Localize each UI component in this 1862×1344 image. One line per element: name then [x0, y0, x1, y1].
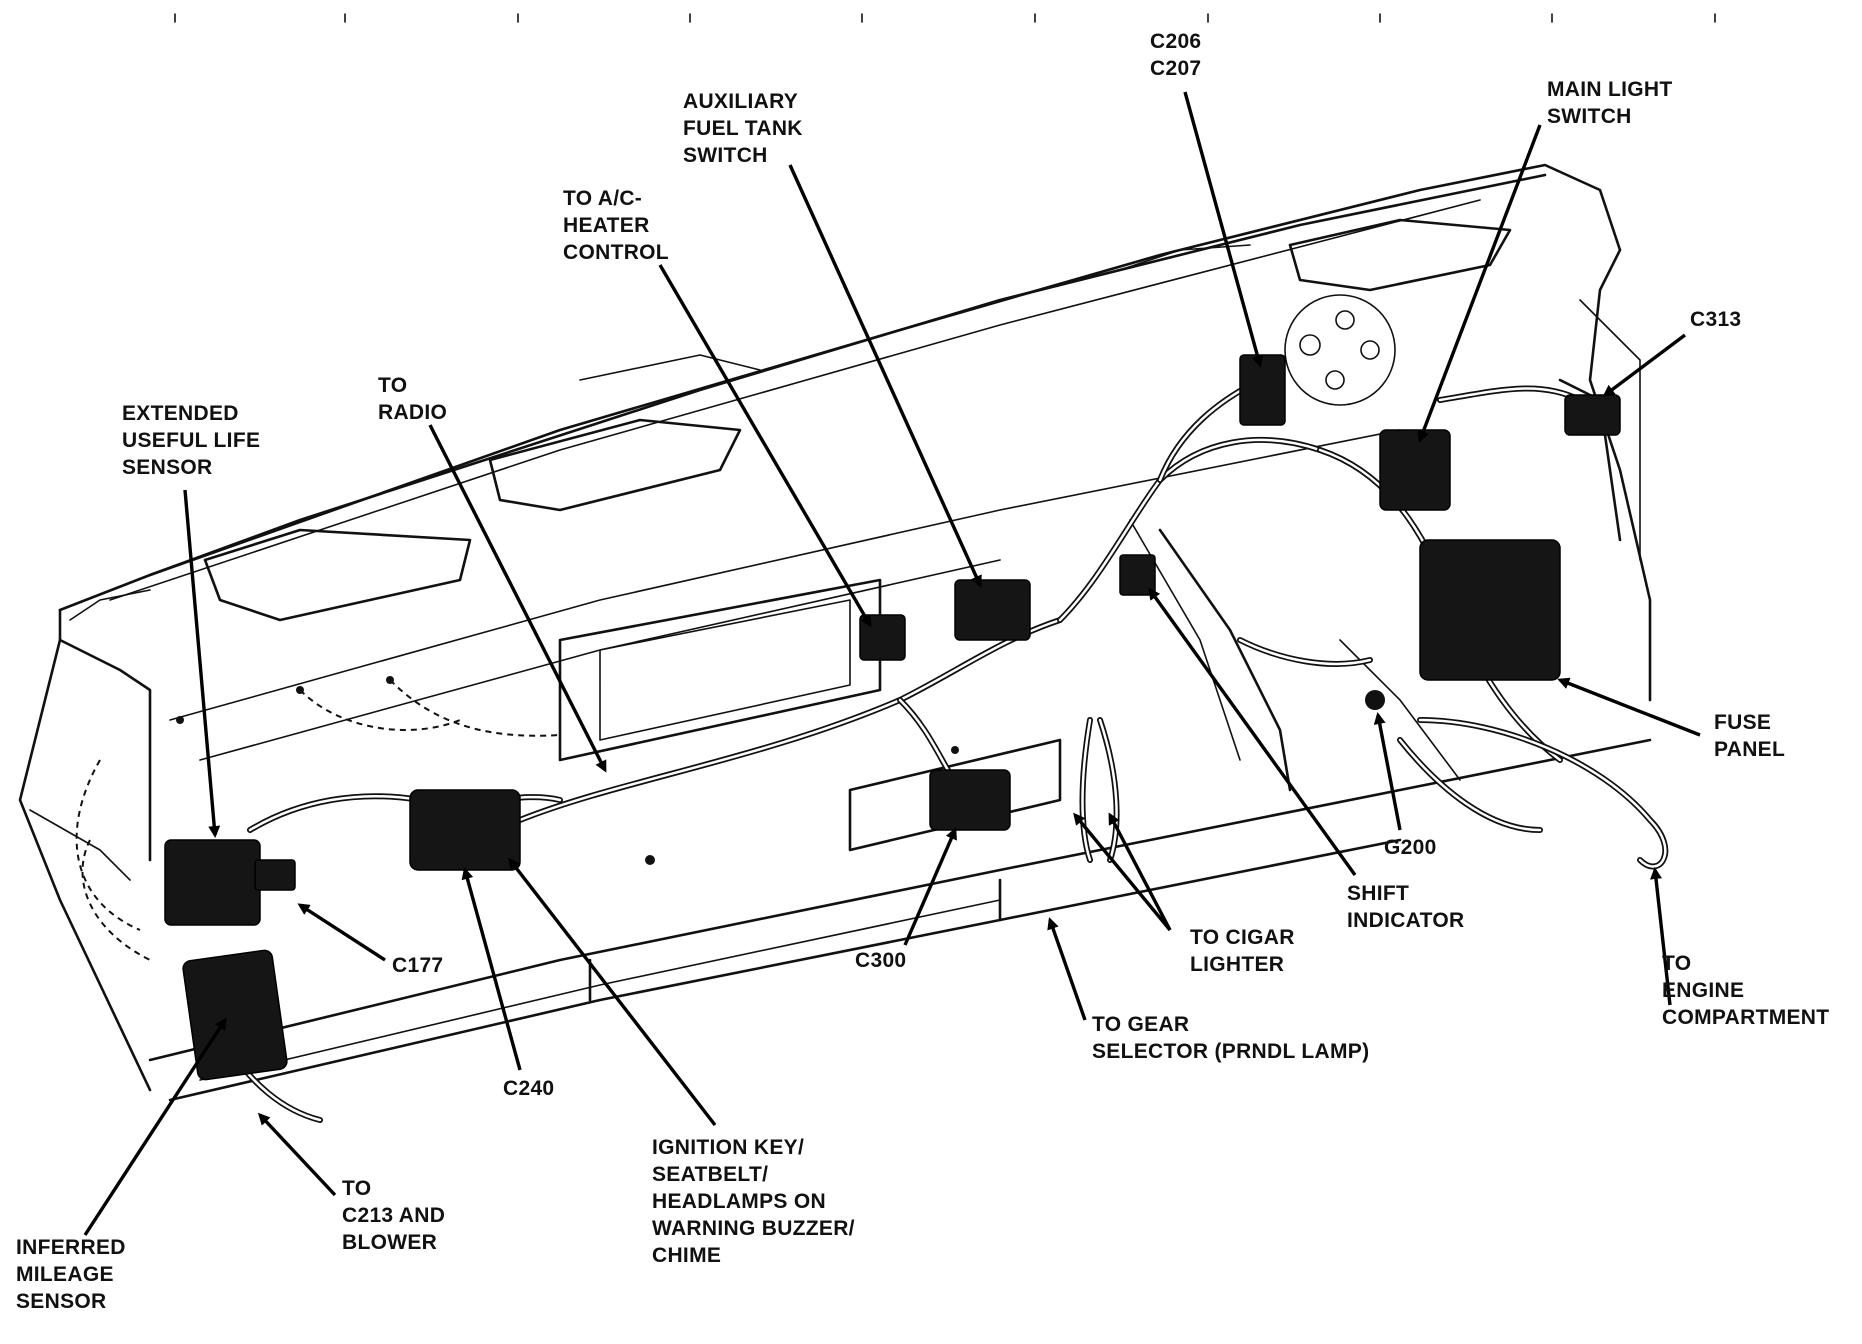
label-eul-3: SENSOR [122, 456, 213, 479]
label-shift-1: SHIFT [1347, 882, 1409, 905]
label-ims-3: SENSOR [16, 1290, 107, 1313]
label-c313: C313 [1690, 308, 1741, 331]
label-radio-2: RADIO [378, 401, 447, 424]
connector-aux-fuel [954, 579, 1031, 641]
connector-c240 [409, 789, 521, 871]
label-main-light-1: MAIN LIGHT [1547, 78, 1672, 101]
connector-c177-body [254, 859, 296, 891]
label-shift-2: INDICATOR [1347, 909, 1464, 932]
label-aux-fuel-3: SWITCH [683, 144, 768, 167]
label-ims-2: MILEAGE [16, 1263, 114, 1286]
label-c240: C240 [503, 1077, 554, 1100]
connector-shift [1119, 554, 1156, 596]
label-c300: C300 [855, 949, 906, 972]
label-radio-1: TO [378, 374, 407, 397]
label-aux-fuel-2: FUEL TANK [683, 117, 803, 140]
label-engine-3: COMPARTMENT [1662, 1006, 1829, 1029]
fuse-panel-block [1419, 539, 1561, 681]
label-eul-2: USEFUL LIFE [122, 429, 260, 452]
label-c177: C177 [392, 954, 443, 977]
label-ign-5: CHIME [652, 1244, 721, 1267]
label-ac-2: HEATER [563, 214, 650, 237]
scan-ticks [174, 13, 1716, 23]
label-engine-2: ENGINE [1662, 979, 1744, 1002]
label-ims-1: INFERRED [16, 1236, 126, 1259]
label-fuse-2: PANEL [1714, 738, 1785, 761]
label-gear-1: TO GEAR [1092, 1013, 1189, 1036]
label-fuse-1: FUSE [1714, 711, 1771, 734]
leader-lines [83, 91, 1701, 1236]
connector-c300 [929, 769, 1011, 831]
label-aux-fuel-1: AUXILIARY [683, 90, 798, 113]
label-main-light-2: SWITCH [1547, 105, 1632, 128]
labels: C206 C207 AUXILIARY FUEL TANK SWITCH MAI… [16, 30, 1829, 1313]
label-engine-1: TO [1662, 952, 1691, 975]
label-ign-2: SEATBELT/ [652, 1163, 768, 1186]
label-ign-4: WARNING BUZZER/ [652, 1217, 855, 1240]
connector-main-light [1379, 429, 1451, 511]
label-ign-1: IGNITION KEY/ [652, 1136, 804, 1159]
label-ac-3: CONTROL [563, 241, 669, 264]
connector-eul [164, 839, 261, 926]
label-c213-1: TO [342, 1177, 371, 1200]
ground-g200 [1365, 690, 1385, 710]
label-c213-2: C213 AND [342, 1204, 445, 1227]
label-c206: C206 [1150, 30, 1201, 53]
label-gear-2: SELECTOR (PRNDL LAMP) [1092, 1040, 1369, 1063]
connector-c313 [1564, 394, 1621, 436]
connector-c206 [1239, 354, 1286, 426]
label-c207: C207 [1150, 57, 1201, 80]
label-g200: G200 [1384, 836, 1437, 859]
label-cigar-2: LIGHTER [1190, 953, 1284, 976]
label-cigar-1: TO CIGAR [1190, 926, 1295, 949]
label-ign-3: HEADLAMPS ON [652, 1190, 826, 1213]
label-eul-1: EXTENDED [122, 402, 239, 425]
label-c213-3: BLOWER [342, 1231, 437, 1254]
label-ac-1: TO A/C- [563, 187, 642, 210]
